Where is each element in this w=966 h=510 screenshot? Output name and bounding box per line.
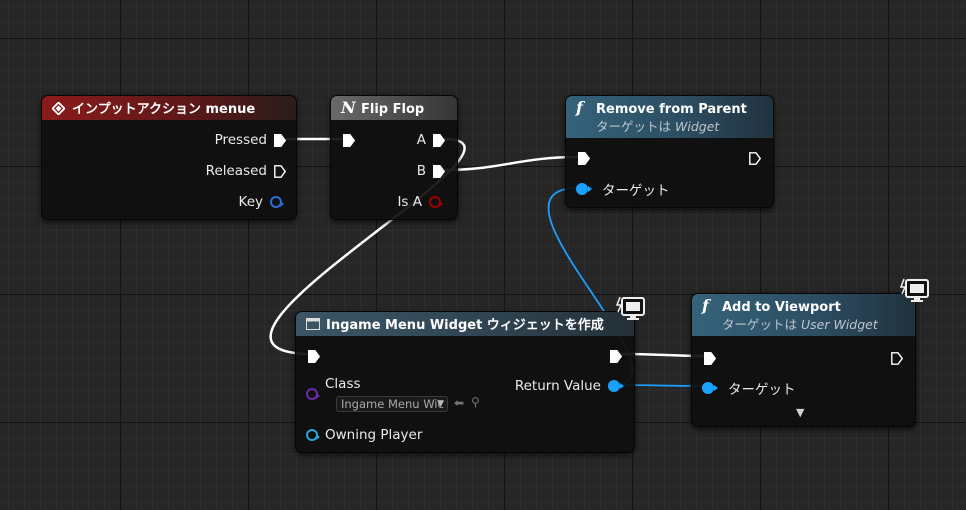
exec-pin-icon[interactable] [343,133,355,147]
pin-released[interactable]: Released [206,161,286,181]
exec-pin-icon[interactable] [704,351,716,365]
pin-exec-out[interactable] [891,348,903,368]
diamond-event-icon [51,98,68,117]
wire-a-to-create-widget[interactable] [269,137,466,356]
browse-search-icon[interactable]: ⚲ [471,395,480,409]
use-selected-arrow-icon[interactable]: ⬅ [454,396,465,410]
node-header[interactable]: Ingame Menu Widget ウィジェットを作成 [296,312,634,336]
flip-flop-icon: N [341,98,356,117]
exec-pin-icon[interactable] [749,151,761,165]
pin-exec-in[interactable] [308,346,320,366]
pin-label: Class [325,376,361,392]
pin-exec-in[interactable] [704,348,716,368]
chevron-down-icon: ▼ [437,399,444,409]
pin-label: Pressed [214,132,267,148]
object-pin-icon[interactable] [608,380,624,392]
pin-key[interactable]: Key [238,192,284,212]
node-subtitle: ターゲットは Widget [596,119,720,134]
pin-target[interactable]: ターゲット [702,378,796,398]
pin-label: ターゲット [602,183,670,199]
pin-return-value[interactable]: Return Value [514,376,624,396]
player-pin-icon[interactable] [306,429,320,441]
exec-pin-icon[interactable] [274,133,286,147]
node-input-action[interactable]: インプットアクション menue Pressed Released Key [41,95,297,220]
exec-pin-icon[interactable] [891,351,903,365]
node-title: Flip Flop [361,102,425,117]
pin-label: Is A [397,194,422,210]
node-title: Remove from Parent [596,102,747,117]
node-title: Ingame Menu Widget ウィジェットを作成 [326,318,604,333]
exec-pin-icon[interactable] [578,151,590,165]
function-icon: f [702,296,709,315]
exec-pin-icon[interactable] [433,133,445,147]
pin-label: ターゲット [728,382,796,398]
node-create-widget[interactable]: Ingame Menu Widget ウィジェットを作成 Class Ingam… [295,311,635,453]
function-icon: f [576,98,583,117]
struct-pin-icon[interactable] [270,196,284,208]
node-add-to-viewport[interactable]: f Add to Viewport ターゲットは User Widget ターゲッ… [691,293,916,427]
node-title: Add to Viewport [722,300,841,315]
exec-pin-icon[interactable] [610,349,622,363]
node-header[interactable]: f Remove from Parent ターゲットは Widget [566,96,773,138]
bool-pin-icon[interactable] [429,196,443,208]
pin-label: B [416,163,426,179]
class-pin-icon[interactable] [306,388,320,400]
node-header[interactable]: f Add to Viewport ターゲットは User Widget [692,294,915,336]
network-monitor-icon [899,278,930,308]
pin-exec-out[interactable] [749,148,761,168]
expand-advanced-chevron-icon[interactable]: ▼ [796,406,805,419]
node-flip-flop[interactable]: N Flip Flop A B Is A [330,95,458,220]
node-subtitle: ターゲットは User Widget [722,317,878,332]
wire-b-to-remove-parent[interactable] [443,155,579,172]
exec-pin-icon[interactable] [433,164,445,178]
pin-label: Released [205,163,267,179]
pin-target[interactable]: ターゲット [576,179,670,199]
node-header[interactable]: インプットアクション menue [42,96,296,120]
pin-owning-player[interactable]: Owning Player [306,425,422,445]
node-title: インプットアクション menue [72,102,256,117]
pin-label: Return Value [514,378,601,394]
exec-pin-icon[interactable] [308,349,320,363]
pin-b[interactable]: B [417,161,445,181]
pin-a[interactable]: A [417,130,445,150]
network-monitor-icon [615,296,646,326]
pin-label: Key [238,194,263,210]
pin-exec-in[interactable] [578,148,590,168]
pin-exec-in[interactable] [343,130,355,150]
pin-label: A [416,132,426,148]
widget-icon [306,314,322,333]
exec-pin-icon[interactable] [274,164,286,178]
node-header[interactable]: N Flip Flop [331,96,457,120]
pin-label: Owning Player [325,427,423,443]
pin-is-a[interactable]: Is A [397,192,443,212]
pin-exec-out[interactable] [610,346,622,366]
pin-pressed[interactable]: Pressed [215,130,286,150]
pin-class[interactable]: Class [306,376,361,400]
object-pin-icon[interactable] [702,382,718,394]
class-dropdown[interactable]: Ingame Menu Wic ▼ [336,396,448,412]
node-remove-from-parent[interactable]: f Remove from Parent ターゲットは Widget ターゲット [565,95,774,208]
object-pin-icon[interactable] [576,183,592,195]
